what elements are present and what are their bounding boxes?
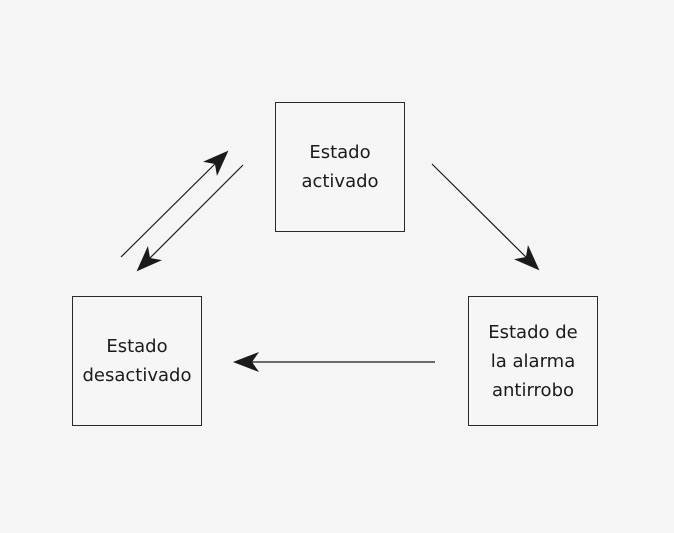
state-deactivated-box: Estado desactivado (72, 296, 202, 426)
state-activated-label: Estado activado (301, 142, 379, 192)
state-alarm-box: Estado de la alarma antirrobo (468, 296, 598, 426)
state-alarm-label: Estado de la alarma antirrobo (488, 321, 578, 401)
arrow-activated-to-alarm (431, 163, 540, 271)
state-activated-box: Estado activado (275, 102, 405, 232)
arrow-activated-to-deactivated (136, 164, 244, 272)
arrow-deactivated-to-activated (120, 150, 229, 258)
state-deactivated-label: Estado desactivado (82, 336, 192, 386)
